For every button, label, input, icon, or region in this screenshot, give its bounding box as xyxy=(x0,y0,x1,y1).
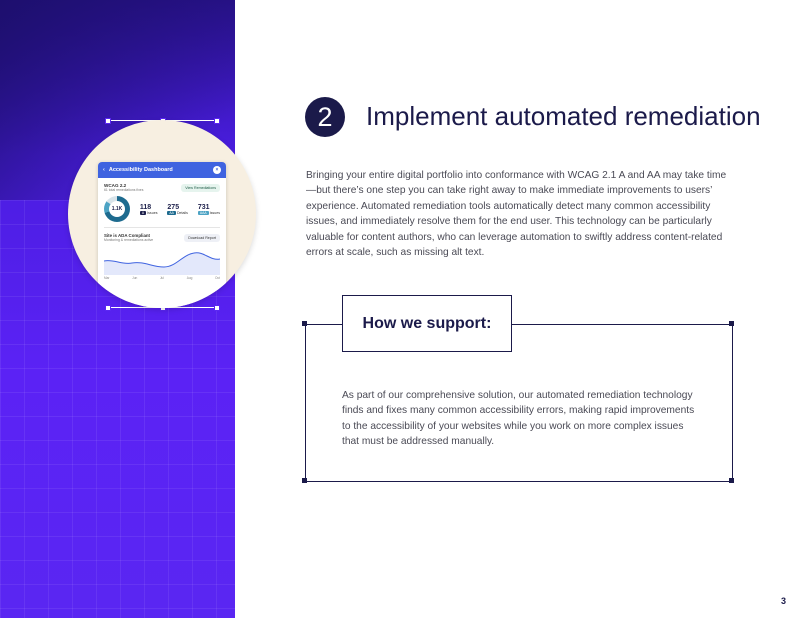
section-heading: Implement automated remediation xyxy=(366,101,761,131)
support-paragraph: As part of our comprehensive solution, o… xyxy=(342,390,695,448)
compliant-title: Site is ADA Compliant xyxy=(104,233,151,238)
view-remediations-button: View Remediations xyxy=(181,183,220,192)
step-number-badge: 2 xyxy=(305,97,345,137)
wcag-label: WCAG 2.2 xyxy=(104,183,127,188)
box-corner xyxy=(729,321,734,326)
month-axis: Mar Jun Jul Aug Oct xyxy=(104,276,220,280)
support-heading: How we support: xyxy=(342,295,512,352)
stat-aaa: 731 AAA Issues xyxy=(197,203,220,215)
support-box xyxy=(305,324,733,482)
stat-aa: 275 AA Details xyxy=(167,203,188,215)
page-number: 3 xyxy=(780,596,786,606)
donut-value: 1.1K xyxy=(109,201,125,217)
stat-a: 118 A Issues xyxy=(139,203,158,215)
box-corner xyxy=(729,478,734,483)
dashboard-header: ‹ Accessibility Dashboard × xyxy=(98,162,226,178)
wcag-sub: 61 total remediations fixes xyxy=(104,188,144,192)
left-decorative-panel xyxy=(0,0,235,618)
box-corner xyxy=(302,478,307,483)
dashboard-title: Accessibility Dashboard xyxy=(108,167,173,173)
trend-chart xyxy=(103,252,221,275)
back-chevron-icon: ‹ xyxy=(103,167,105,173)
download-report-button: Download Report xyxy=(184,233,220,242)
close-icon: × xyxy=(213,166,221,174)
dashboard-illustration: ‹ Accessibility Dashboard × WCAG 2.2 61 … xyxy=(68,120,256,308)
dashboard-card: ‹ Accessibility Dashboard × WCAG 2.2 61 … xyxy=(98,162,226,308)
compliance-donut: 1.1K xyxy=(104,196,130,222)
selection-handle xyxy=(214,118,220,124)
divider xyxy=(104,227,220,228)
selection-handle xyxy=(105,118,111,124)
box-corner xyxy=(302,321,307,326)
intro-paragraph: Bringing your entire digital portfolio i… xyxy=(306,170,727,259)
compliant-sub: Monitoring & remediations active xyxy=(104,238,154,242)
